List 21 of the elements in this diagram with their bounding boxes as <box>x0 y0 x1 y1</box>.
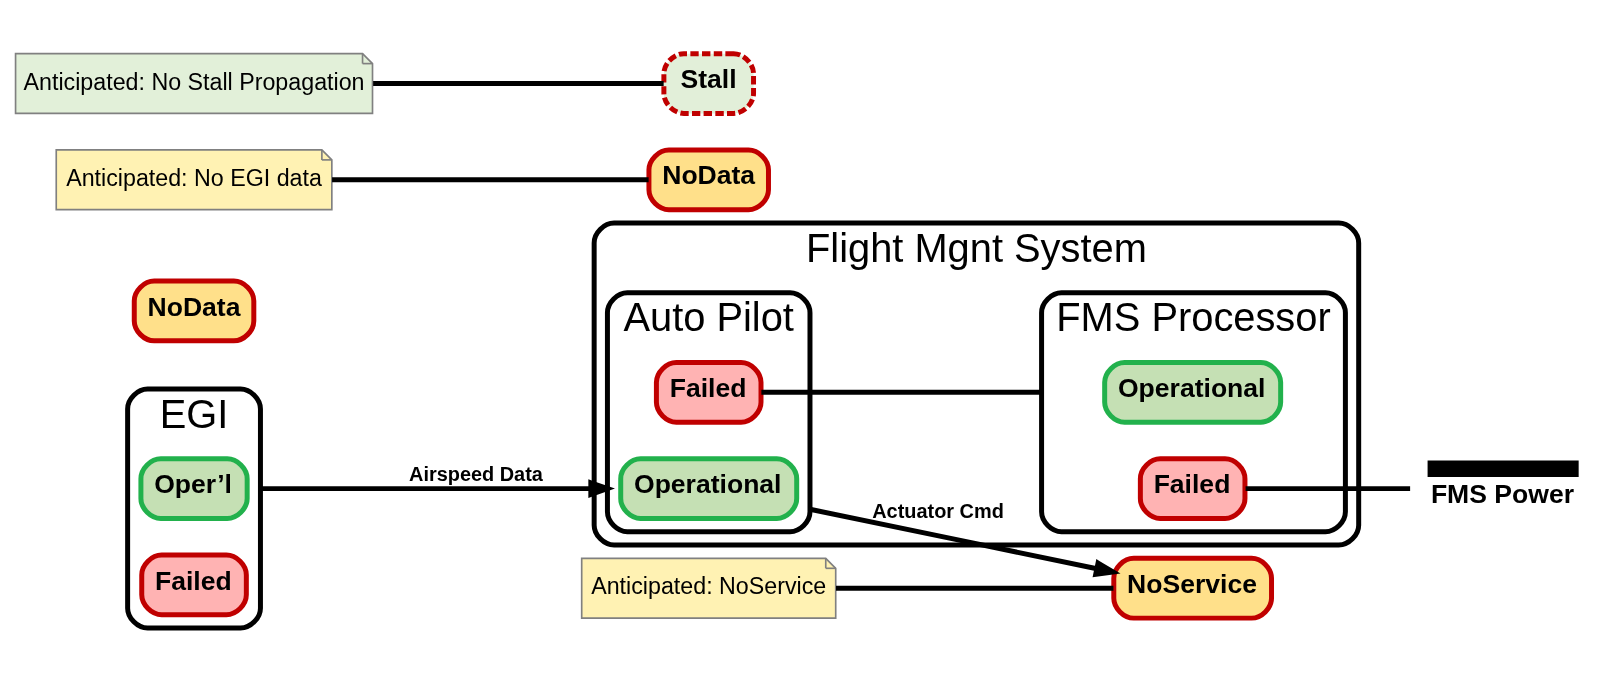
node-box: Stall <box>661 51 756 116</box>
node-box: Failed <box>1137 456 1248 521</box>
connector <box>332 177 649 183</box>
connector <box>373 81 664 86</box>
arrow <box>809 506 1121 578</box>
node-box: NoService <box>1111 555 1274 621</box>
node-box: Oper’l <box>138 456 250 521</box>
arrow <box>260 479 615 498</box>
connector <box>1245 486 1411 492</box>
node-box: Operational <box>1102 359 1284 425</box>
node-box: Operational <box>618 456 800 521</box>
connector <box>836 585 1114 591</box>
node-box: NoData <box>646 147 771 213</box>
node-box: Failed <box>653 359 764 425</box>
node-box: NoData <box>131 278 257 344</box>
edge-label: Actuator Cmd <box>872 499 1004 522</box>
edge-label: Airspeed Data <box>409 463 543 486</box>
connector <box>761 389 1042 395</box>
node-label: FMS Power <box>1430 479 1574 510</box>
node-box: Failed <box>139 552 249 618</box>
node-box <box>1427 460 1579 477</box>
